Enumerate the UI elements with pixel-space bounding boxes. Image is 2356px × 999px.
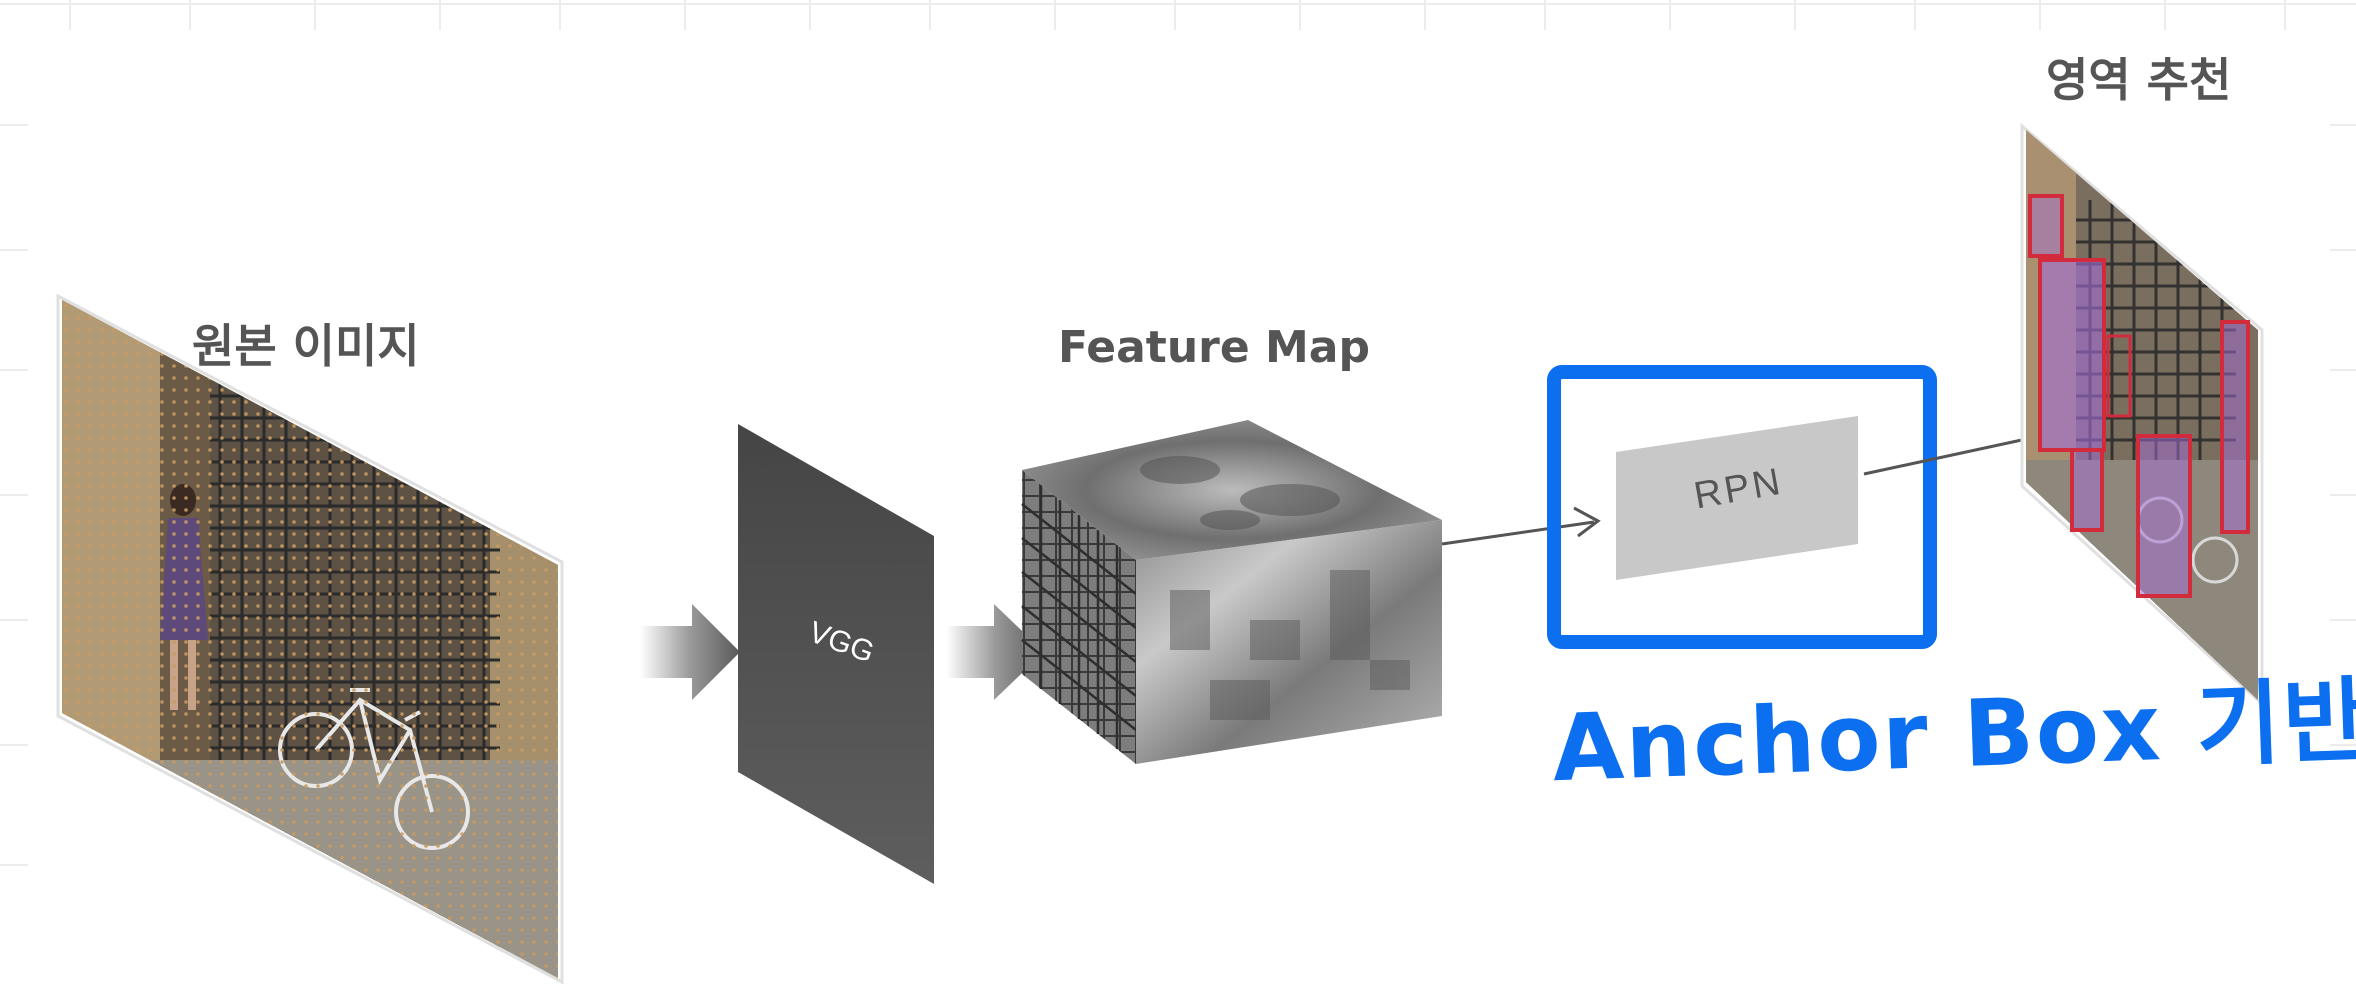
original-image [56, 293, 564, 985]
rpn-highlight-box [1547, 365, 1937, 649]
vgg-panel [738, 424, 934, 884]
block-arrow-right-icon [946, 604, 1044, 700]
anchor-box-annotation: Anchor Box 기반 [1550, 666, 2356, 803]
feature-map-label: Feature Map [1058, 322, 1370, 373]
rpn-block [1616, 416, 1858, 580]
region-proposal-label: 영역 추천 [2046, 53, 2232, 107]
original-image-label: 원본 이미지 [192, 319, 420, 373]
region-proposal-image [2020, 122, 2264, 708]
feature-map-cube [1021, 420, 1442, 764]
proposal-boxes [2028, 194, 2250, 598]
block-arrow-right-icon [640, 604, 740, 700]
thin-arrow-right-icon [1441, 506, 1601, 546]
